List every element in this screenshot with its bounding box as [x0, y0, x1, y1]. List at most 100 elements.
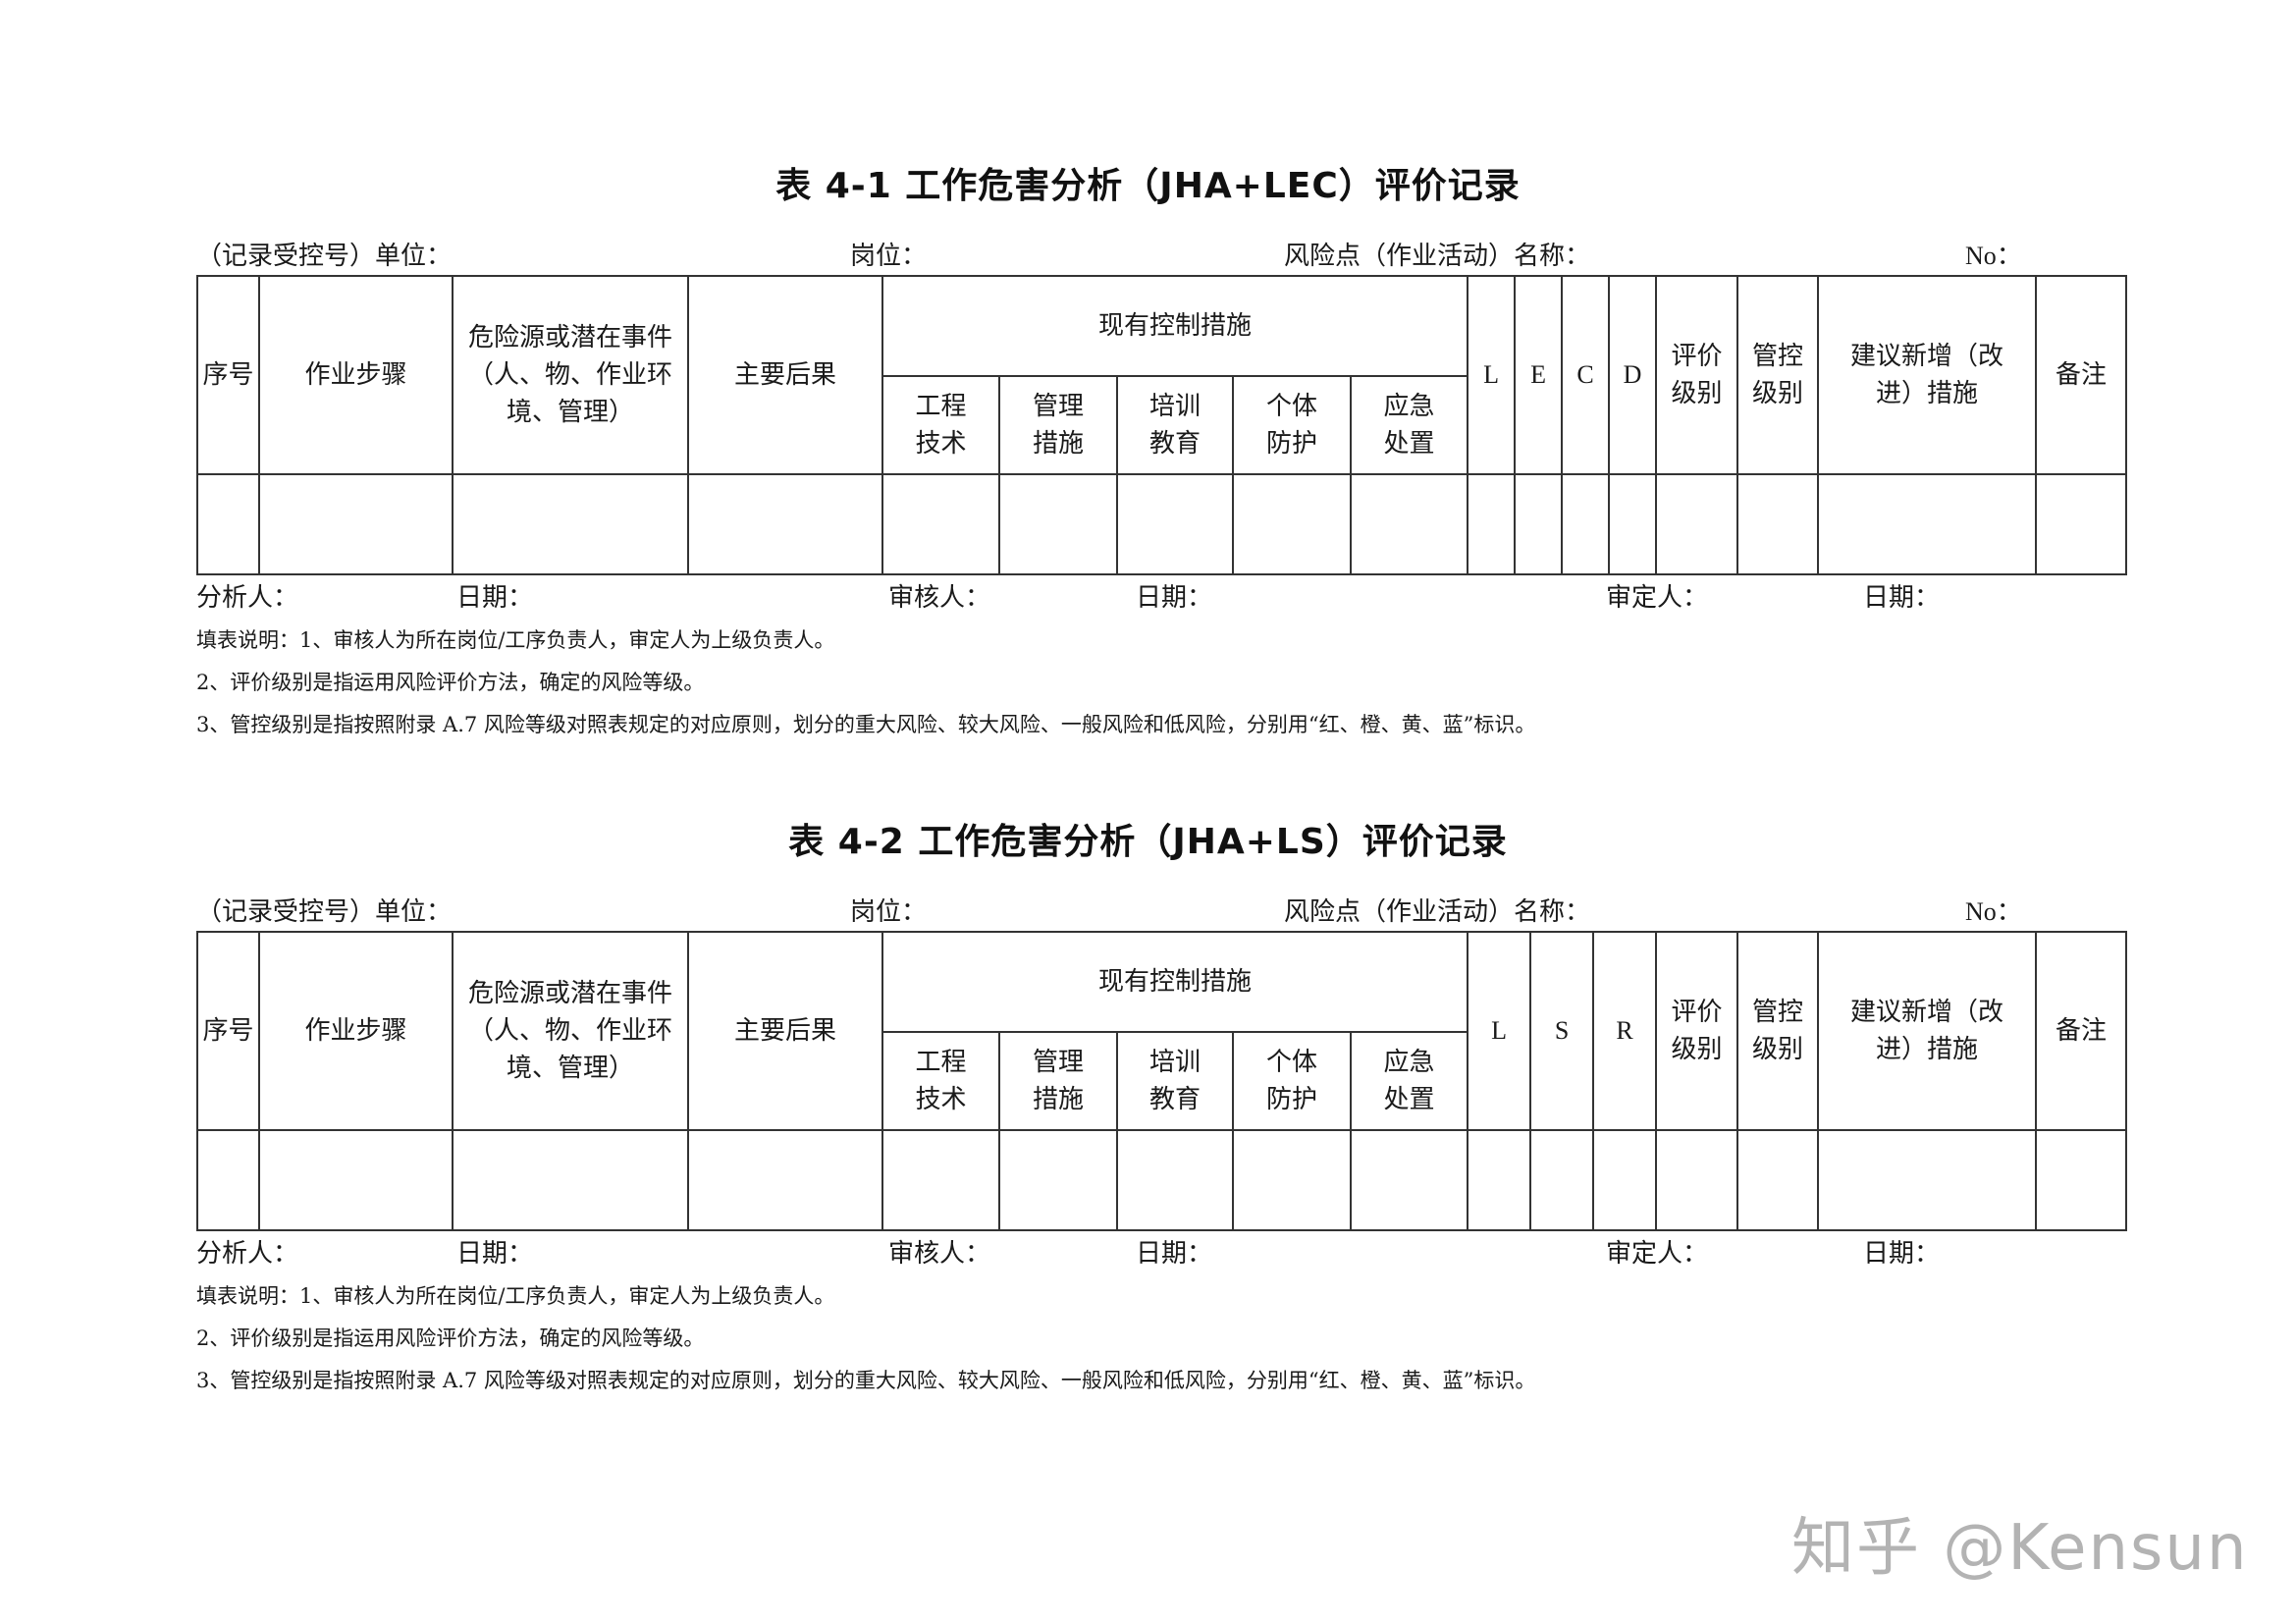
cell-seq[interactable]	[196, 473, 260, 575]
cell-control-training[interactable]	[1116, 473, 1234, 575]
cell-suggest[interactable]	[1817, 1129, 2038, 1231]
cell-control-management[interactable]	[998, 1129, 1118, 1231]
header-hazard: 危险源或潜在事件 （人、物、作业环 境、管理）	[452, 275, 689, 475]
table2-risk-point-label: 风险点（作业活动）名称：	[1284, 897, 1591, 927]
cell-control-emergency[interactable]	[1349, 1129, 1469, 1231]
cell-step[interactable]	[258, 473, 454, 575]
cell-hazard[interactable]	[452, 1129, 689, 1231]
header-eval-level: 评价 级别	[1655, 275, 1739, 475]
table2-reviewer-label: 审核人：	[888, 1239, 991, 1269]
cell-eval-level[interactable]	[1655, 473, 1739, 575]
table1-jha-lec: 序号 作业步骤 危险源或潜在事件 （人、物、作业环 境、管理） 主要后果 现有控…	[196, 275, 2128, 575]
table1-note-2: 2、评价级别是指运用风险评价方法，确定的风险等级。	[196, 671, 705, 694]
table2-note-2: 2、评价级别是指运用风险评价方法，确定的风险等级。	[196, 1326, 705, 1350]
table1-unit-label: （记录受控号）单位：	[196, 242, 453, 271]
header-hazard-line3: 境、管理）	[506, 1054, 634, 1083]
header-factor-l: L	[1467, 275, 1517, 475]
cell-factor-s[interactable]	[1529, 1129, 1595, 1231]
table1-reviewer-label: 审核人：	[888, 583, 991, 613]
label: 技术	[915, 429, 967, 459]
header-eval-level-l1: 评价	[1671, 342, 1723, 371]
header-factor-s: S	[1529, 931, 1595, 1131]
cell-control-training[interactable]	[1116, 1129, 1234, 1231]
header-control-engineering: 工程技术	[881, 375, 1000, 475]
cell-consequence[interactable]	[687, 473, 883, 575]
header-control-ppe: 个体防护	[1232, 375, 1352, 475]
cell-eval-level[interactable]	[1655, 1129, 1739, 1231]
table2-no-label: No：	[1965, 897, 2022, 926]
cell-factor-e[interactable]	[1514, 473, 1564, 575]
cell-suggest[interactable]	[1817, 473, 2038, 575]
label: 个体	[1265, 1048, 1317, 1077]
cell-remark[interactable]	[2035, 1129, 2128, 1231]
table-row	[196, 1129, 2128, 1231]
header-step: 作业步骤	[258, 931, 454, 1131]
header-control-level: 管控 级别	[1736, 275, 1820, 475]
header-suggest: 建议新增（改 进）措施	[1817, 931, 2038, 1131]
cell-factor-d[interactable]	[1608, 473, 1658, 575]
table1-no-label: No：	[1965, 242, 2022, 270]
cell-control-emergency[interactable]	[1349, 473, 1469, 575]
table1-note-1: 填表说明：1、审核人为所在岗位/工序负责人，审定人为上级负责人。	[196, 628, 835, 652]
label: 应急	[1383, 392, 1435, 421]
label: 工程	[915, 1048, 967, 1077]
header-factor-d: D	[1608, 275, 1658, 475]
header-control-training: 培训教育	[1116, 1031, 1234, 1131]
header-remark: 备注	[2035, 931, 2128, 1131]
cell-step[interactable]	[258, 1129, 454, 1231]
header-step: 作业步骤	[258, 275, 454, 475]
label: 防护	[1265, 429, 1317, 459]
cell-remark[interactable]	[2035, 473, 2128, 575]
header-control-emergency: 应急处置	[1349, 375, 1469, 475]
table2-date3-label: 日期：	[1863, 1239, 1941, 1269]
table1-date3-label: 日期：	[1863, 583, 1941, 613]
label: 技术	[915, 1085, 967, 1114]
header-eval-level-l1: 评价	[1671, 998, 1723, 1027]
label: 个体	[1265, 392, 1317, 421]
label: 措施	[1032, 429, 1084, 459]
table1-risk-point-label: 风险点（作业活动）名称：	[1284, 242, 1591, 271]
table2-jha-ls: 序号 作业步骤 危险源或潜在事件 （人、物、作业环 境、管理） 主要后果 现有控…	[196, 931, 2128, 1231]
header-consequence: 主要后果	[687, 275, 883, 475]
header-factor-r: R	[1592, 931, 1658, 1131]
header-factor-c: C	[1561, 275, 1611, 475]
cell-factor-r[interactable]	[1592, 1129, 1658, 1231]
cell-seq[interactable]	[196, 1129, 260, 1231]
header-hazard-line1: 危险源或潜在事件	[467, 979, 672, 1008]
header-hazard-line3: 境、管理）	[506, 398, 634, 427]
header-factor-e: E	[1514, 275, 1564, 475]
header-suggest-l2: 进）措施	[1876, 379, 1979, 408]
cell-control-engineering[interactable]	[881, 473, 1000, 575]
header-eval-level-l2: 级别	[1671, 379, 1723, 408]
header-control-level-l1: 管控	[1752, 342, 1804, 371]
label: 教育	[1148, 429, 1201, 459]
header-factor-l: L	[1467, 931, 1532, 1131]
header-control-level: 管控 级别	[1736, 931, 1820, 1131]
cell-control-level[interactable]	[1736, 1129, 1820, 1231]
label: 处置	[1383, 1085, 1435, 1114]
table1-note-3: 3、管控级别是指按照附录 A.7 风险等级对照表规定的对应原则，划分的重大风险、…	[196, 713, 1536, 736]
cell-control-ppe[interactable]	[1232, 1129, 1352, 1231]
cell-hazard[interactable]	[452, 473, 689, 575]
header-eval-level: 评价 级别	[1655, 931, 1739, 1131]
cell-control-management[interactable]	[998, 473, 1118, 575]
table2-approver-label: 审定人：	[1606, 1239, 1709, 1269]
table2-date2-label: 日期：	[1136, 1239, 1213, 1269]
table1-date1-label: 日期：	[456, 583, 534, 613]
cell-factor-l[interactable]	[1467, 473, 1517, 575]
table-row	[196, 473, 2128, 575]
header-suggest: 建议新增（改 进）措施	[1817, 275, 2038, 475]
table2-note-1: 填表说明：1、审核人为所在岗位/工序负责人，审定人为上级负责人。	[196, 1284, 835, 1308]
cell-control-level[interactable]	[1736, 473, 1820, 575]
watermark: 知乎 @Kensun	[1791, 1512, 2249, 1585]
table2-note-3: 3、管控级别是指按照附录 A.7 风险等级对照表规定的对应原则，划分的重大风险、…	[196, 1369, 1536, 1392]
cell-factor-l[interactable]	[1467, 1129, 1532, 1231]
header-control-engineering: 工程技术	[881, 1031, 1000, 1131]
cell-control-engineering[interactable]	[881, 1129, 1000, 1231]
header-suggest-l2: 进）措施	[1876, 1035, 1979, 1064]
label: 工程	[915, 392, 967, 421]
cell-consequence[interactable]	[687, 1129, 883, 1231]
cell-factor-c[interactable]	[1561, 473, 1611, 575]
cell-control-ppe[interactable]	[1232, 473, 1352, 575]
header-hazard-line2: （人、物、作业环	[467, 360, 672, 390]
